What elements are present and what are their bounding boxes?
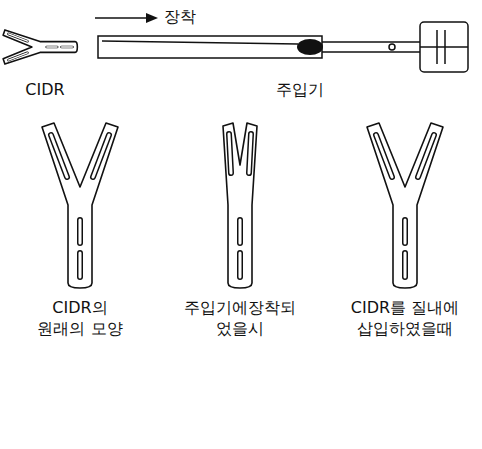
caption-text: 주입기에장착되 었을시 bbox=[183, 298, 297, 340]
part-name: CIDR bbox=[5, 80, 85, 101]
cidr-loaded bbox=[223, 123, 257, 288]
cidr-original bbox=[42, 123, 118, 288]
caption-text: CIDR의 원래의 모양 bbox=[30, 298, 130, 340]
cidr-device bbox=[3, 30, 77, 64]
action-label: 장착 bbox=[150, 7, 210, 28]
part-name: 주입기 bbox=[255, 80, 345, 101]
applicator bbox=[98, 22, 468, 72]
caption-text: CIDR를 질내에 삽입하였을때 bbox=[332, 298, 478, 340]
cidr-inserted bbox=[367, 123, 443, 288]
insert-arrow bbox=[95, 13, 158, 23]
